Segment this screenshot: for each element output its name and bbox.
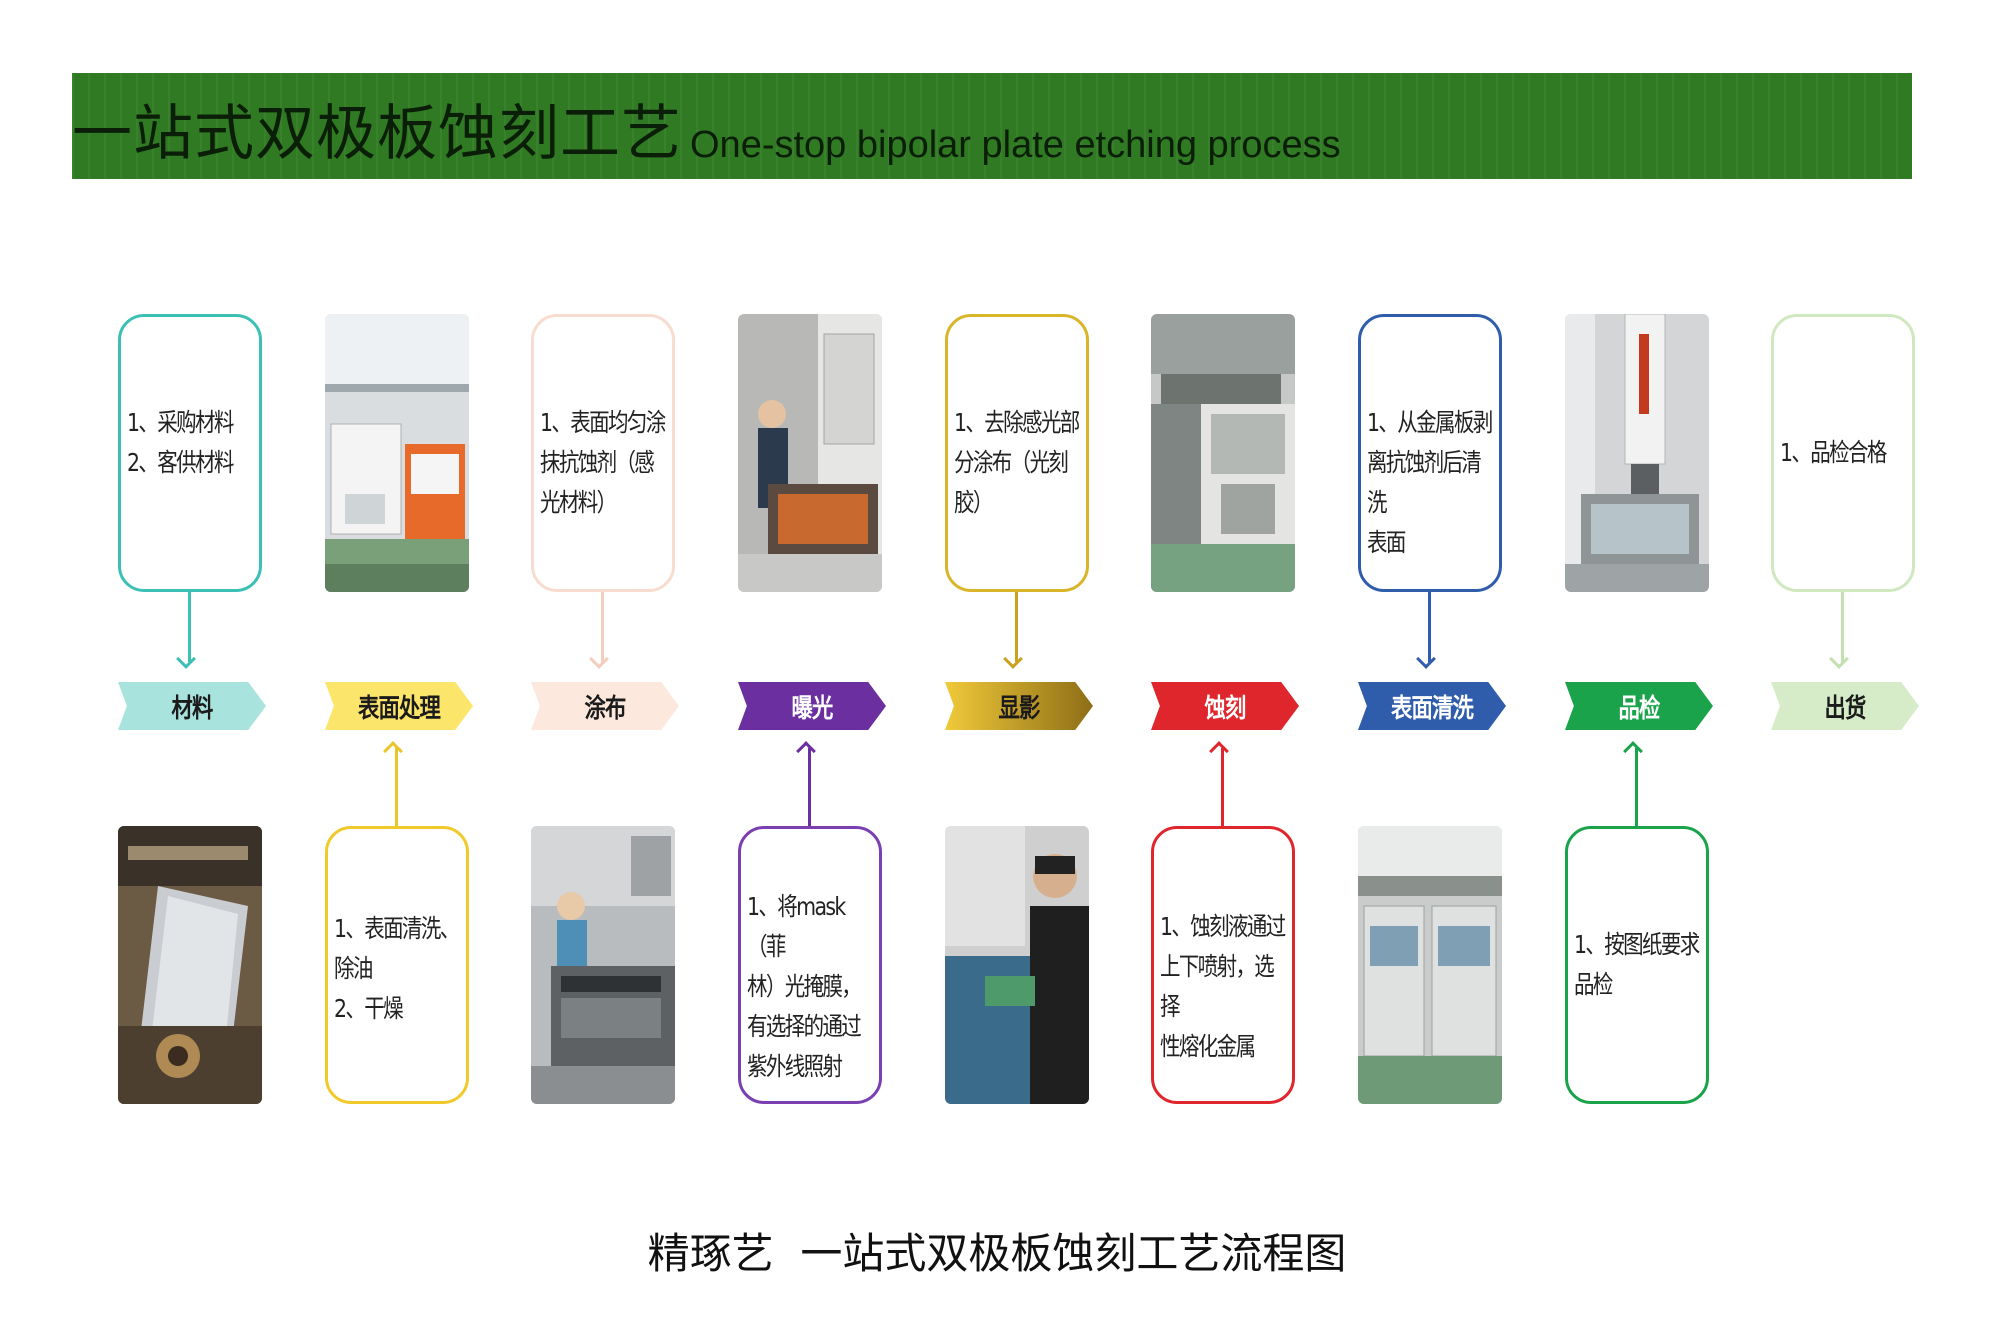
step-description: 1、将mask（菲 林）光掩膜， 有选择的通过 紫外线照射 bbox=[747, 892, 862, 1081]
stage-chevron: 显影 bbox=[945, 682, 1093, 730]
production-photo bbox=[738, 314, 882, 592]
stage-chevron: 曝光 bbox=[738, 682, 886, 730]
coating-machine-photo-icon bbox=[531, 826, 675, 1104]
stage-chevron: 材料 bbox=[118, 682, 266, 730]
step-description: 1、品检合格 bbox=[1780, 438, 1887, 467]
stage-chevron: 品检 bbox=[1565, 682, 1713, 730]
production-photo bbox=[325, 314, 469, 592]
production-photo bbox=[1151, 314, 1295, 592]
stage-label: 涂布 bbox=[584, 693, 626, 724]
step-description-box: 1、去除感光部 分涂布（光刻 胶） bbox=[945, 314, 1089, 592]
arrow-down-icon bbox=[1428, 592, 1431, 662]
stage-label: 表面清洗 bbox=[1390, 693, 1474, 724]
step-description: 1、去除感光部 分涂布（光刻 胶） bbox=[954, 408, 1080, 517]
arrow-down-icon bbox=[1841, 592, 1844, 662]
production-photo bbox=[945, 826, 1089, 1104]
arrow-up-icon bbox=[1635, 748, 1638, 826]
arrow-up-icon bbox=[808, 748, 811, 826]
production-photo bbox=[118, 826, 262, 1104]
step-description-box: 1、表面均匀涂 抹抗蚀剂（感 光材料） bbox=[531, 314, 675, 592]
arrow-up-icon bbox=[1221, 748, 1224, 826]
step-description: 1、从金属板剥 离抗蚀剂后清洗 表面 bbox=[1367, 408, 1493, 557]
step-description-box: 1、表面清洗、 除油 2、干燥 bbox=[325, 826, 469, 1104]
stage-label: 材料 bbox=[171, 693, 213, 724]
operator-photo-icon bbox=[945, 826, 1089, 1104]
step-description-box: 1、从金属板剥 离抗蚀剂后清洗 表面 bbox=[1358, 314, 1502, 592]
stage-label: 出货 bbox=[1824, 693, 1866, 724]
stage-chevron: 蚀刻 bbox=[1151, 682, 1299, 730]
stage-label: 显影 bbox=[998, 693, 1040, 724]
step-description: 1、表面均匀涂 抹抗蚀剂（感 光材料） bbox=[540, 408, 666, 517]
title-english: One-stop bipolar plate etching process bbox=[690, 124, 1341, 166]
stage-label: 蚀刻 bbox=[1204, 693, 1246, 724]
title-banner: 一站式双极板蚀刻工艺 One-stop bipolar plate etchin… bbox=[72, 73, 1912, 179]
step-description-box: 1、蚀刻液通过 上下喷射，选择 性熔化金属 bbox=[1151, 826, 1295, 1104]
production-photo bbox=[1565, 314, 1709, 592]
stage-chevron: 表面处理 bbox=[325, 682, 473, 730]
exposure-machine-photo-icon bbox=[738, 314, 882, 592]
step-description: 1、表面清洗、 除油 2、干燥 bbox=[334, 914, 460, 1023]
inspection-machine-photo-icon bbox=[1565, 314, 1709, 592]
title-chinese: 一站式双极板蚀刻工艺 bbox=[72, 99, 682, 169]
production-photo bbox=[1358, 826, 1502, 1104]
arrow-down-icon bbox=[1015, 592, 1018, 662]
stage-label: 表面处理 bbox=[357, 693, 441, 724]
stage-label: 品检 bbox=[1618, 693, 1660, 724]
step-description-box: 1、按图纸要求 品检 bbox=[1565, 826, 1709, 1104]
production-photo bbox=[531, 826, 675, 1104]
stage-chevron: 涂布 bbox=[531, 682, 679, 730]
stage-label: 曝光 bbox=[791, 693, 833, 724]
step-description-box: 1、将mask（菲 林）光掩膜， 有选择的通过 紫外线照射 bbox=[738, 826, 882, 1104]
step-description: 1、采购材料 2、客供材料 bbox=[127, 408, 234, 477]
step-description-box: 1、采购材料 2、客供材料 bbox=[118, 314, 262, 592]
stage-chevron: 表面清洗 bbox=[1358, 682, 1506, 730]
step-description-box: 1、品检合格 bbox=[1771, 314, 1915, 592]
diagram-caption: 精琢艺 一站式双极板蚀刻工艺流程图 bbox=[647, 1229, 1347, 1278]
etching-line-photo-icon bbox=[1151, 314, 1295, 592]
stage-chevron: 出货 bbox=[1771, 682, 1919, 730]
cleaning-line-photo-icon bbox=[1358, 826, 1502, 1104]
step-description: 1、蚀刻液通过 上下喷射，选择 性熔化金属 bbox=[1160, 912, 1286, 1061]
foil-roll-photo-icon bbox=[118, 826, 262, 1104]
arrow-up-icon bbox=[395, 748, 398, 826]
arrow-down-icon bbox=[188, 592, 191, 662]
arrow-down-icon bbox=[601, 592, 604, 662]
production-line-photo-icon bbox=[325, 314, 469, 592]
step-description: 1、按图纸要求 品检 bbox=[1574, 930, 1700, 999]
